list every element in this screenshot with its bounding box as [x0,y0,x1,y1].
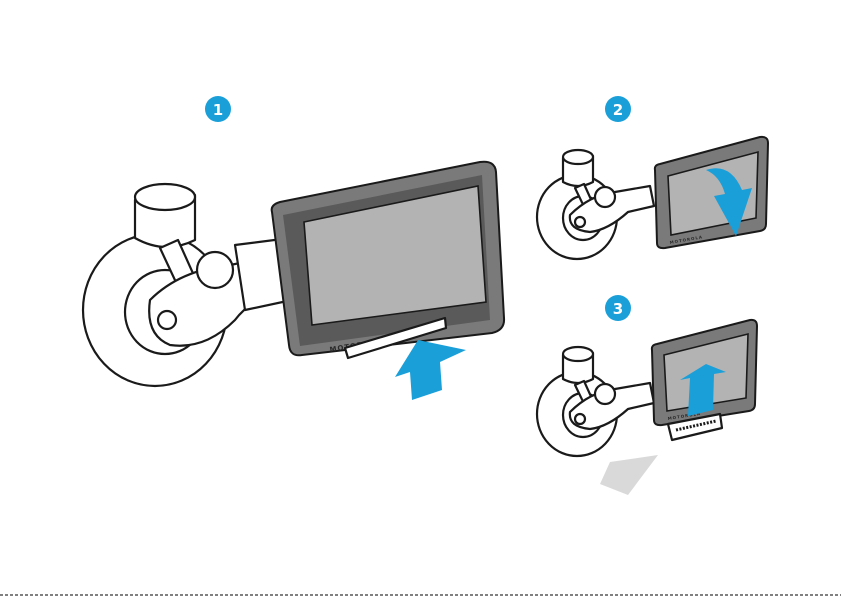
step-1-panel: 1 MOTOROLA [83,96,504,400]
step-1-number: 1 [213,101,223,119]
up-arrow-icon [395,340,466,400]
display-device-2: MOTOROLA [655,137,768,248]
step-3-badge: 3 [605,295,631,321]
suction-cup-mount-3 [537,347,654,456]
step-2-number: 2 [613,101,623,119]
suction-cup-mount-2 [537,150,654,259]
step-2-badge: 2 [605,96,631,122]
step-3-panel: 3 MOTOROLA [537,295,757,495]
cradle-shadow [600,455,658,495]
suction-cup-mount-1 [83,184,292,386]
step-1-badge: 1 [205,96,231,122]
step-2-panel: 2 MOTOROLA [537,96,768,259]
step-3-number: 3 [613,300,623,318]
display-device-1: MOTOROLA [272,162,504,358]
